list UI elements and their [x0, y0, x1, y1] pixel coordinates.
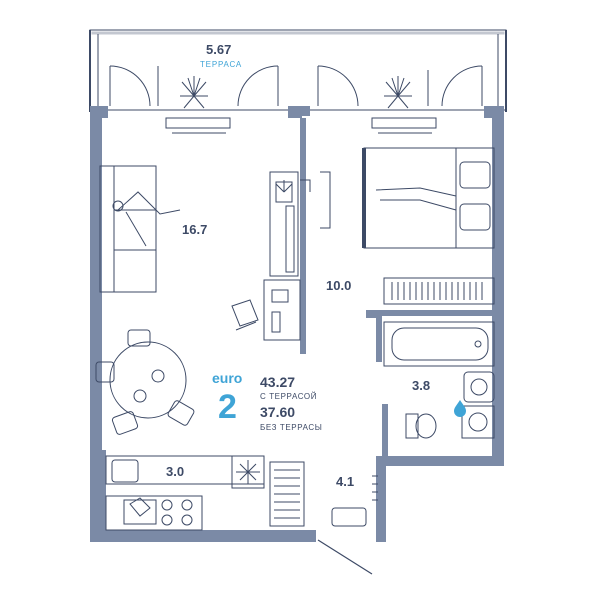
dining-table [95, 329, 195, 435]
euro-label: euro [212, 370, 243, 386]
with-terrace-label: С ТЕРРАСОЙ [260, 392, 318, 401]
bathroom-area: 3.8 [412, 378, 431, 393]
bed-icon [300, 147, 495, 249]
water-drop-icon [454, 400, 466, 417]
terrace-area: 5.67 [206, 42, 232, 57]
tv-stand [269, 171, 299, 277]
plant-icon [180, 76, 412, 109]
desk [231, 279, 301, 341]
snowflake-icon [236, 460, 260, 484]
inner-walls [100, 118, 494, 532]
total-without-terrace: 37.60 [260, 404, 296, 420]
sofa-icon [99, 165, 181, 293]
room-count: 2 [218, 388, 237, 426]
without-terrace-label: БЕЗ ТЕРРАСЫ [260, 423, 323, 432]
sink-icon [463, 371, 495, 403]
toilet-icon [405, 413, 437, 439]
outer-walls [90, 106, 504, 542]
hall-area: 4.1 [336, 474, 355, 489]
living-area: 16.7 [182, 222, 208, 237]
terrace-label: ТЕРРАСА [200, 60, 243, 69]
total-with-terrace: 43.27 [260, 374, 296, 390]
kitchen-counter [105, 455, 265, 531]
kitchen-area: 3.0 [166, 464, 185, 479]
bathtub-icon [383, 321, 495, 367]
radiator-icon [383, 277, 495, 305]
entrance-door [310, 530, 373, 575]
terrace-doors [109, 65, 483, 134]
terrace-outline [89, 29, 507, 112]
bedroom-area: 10.0 [326, 278, 352, 293]
washing-machine [461, 405, 495, 439]
hall-heater [269, 461, 378, 527]
